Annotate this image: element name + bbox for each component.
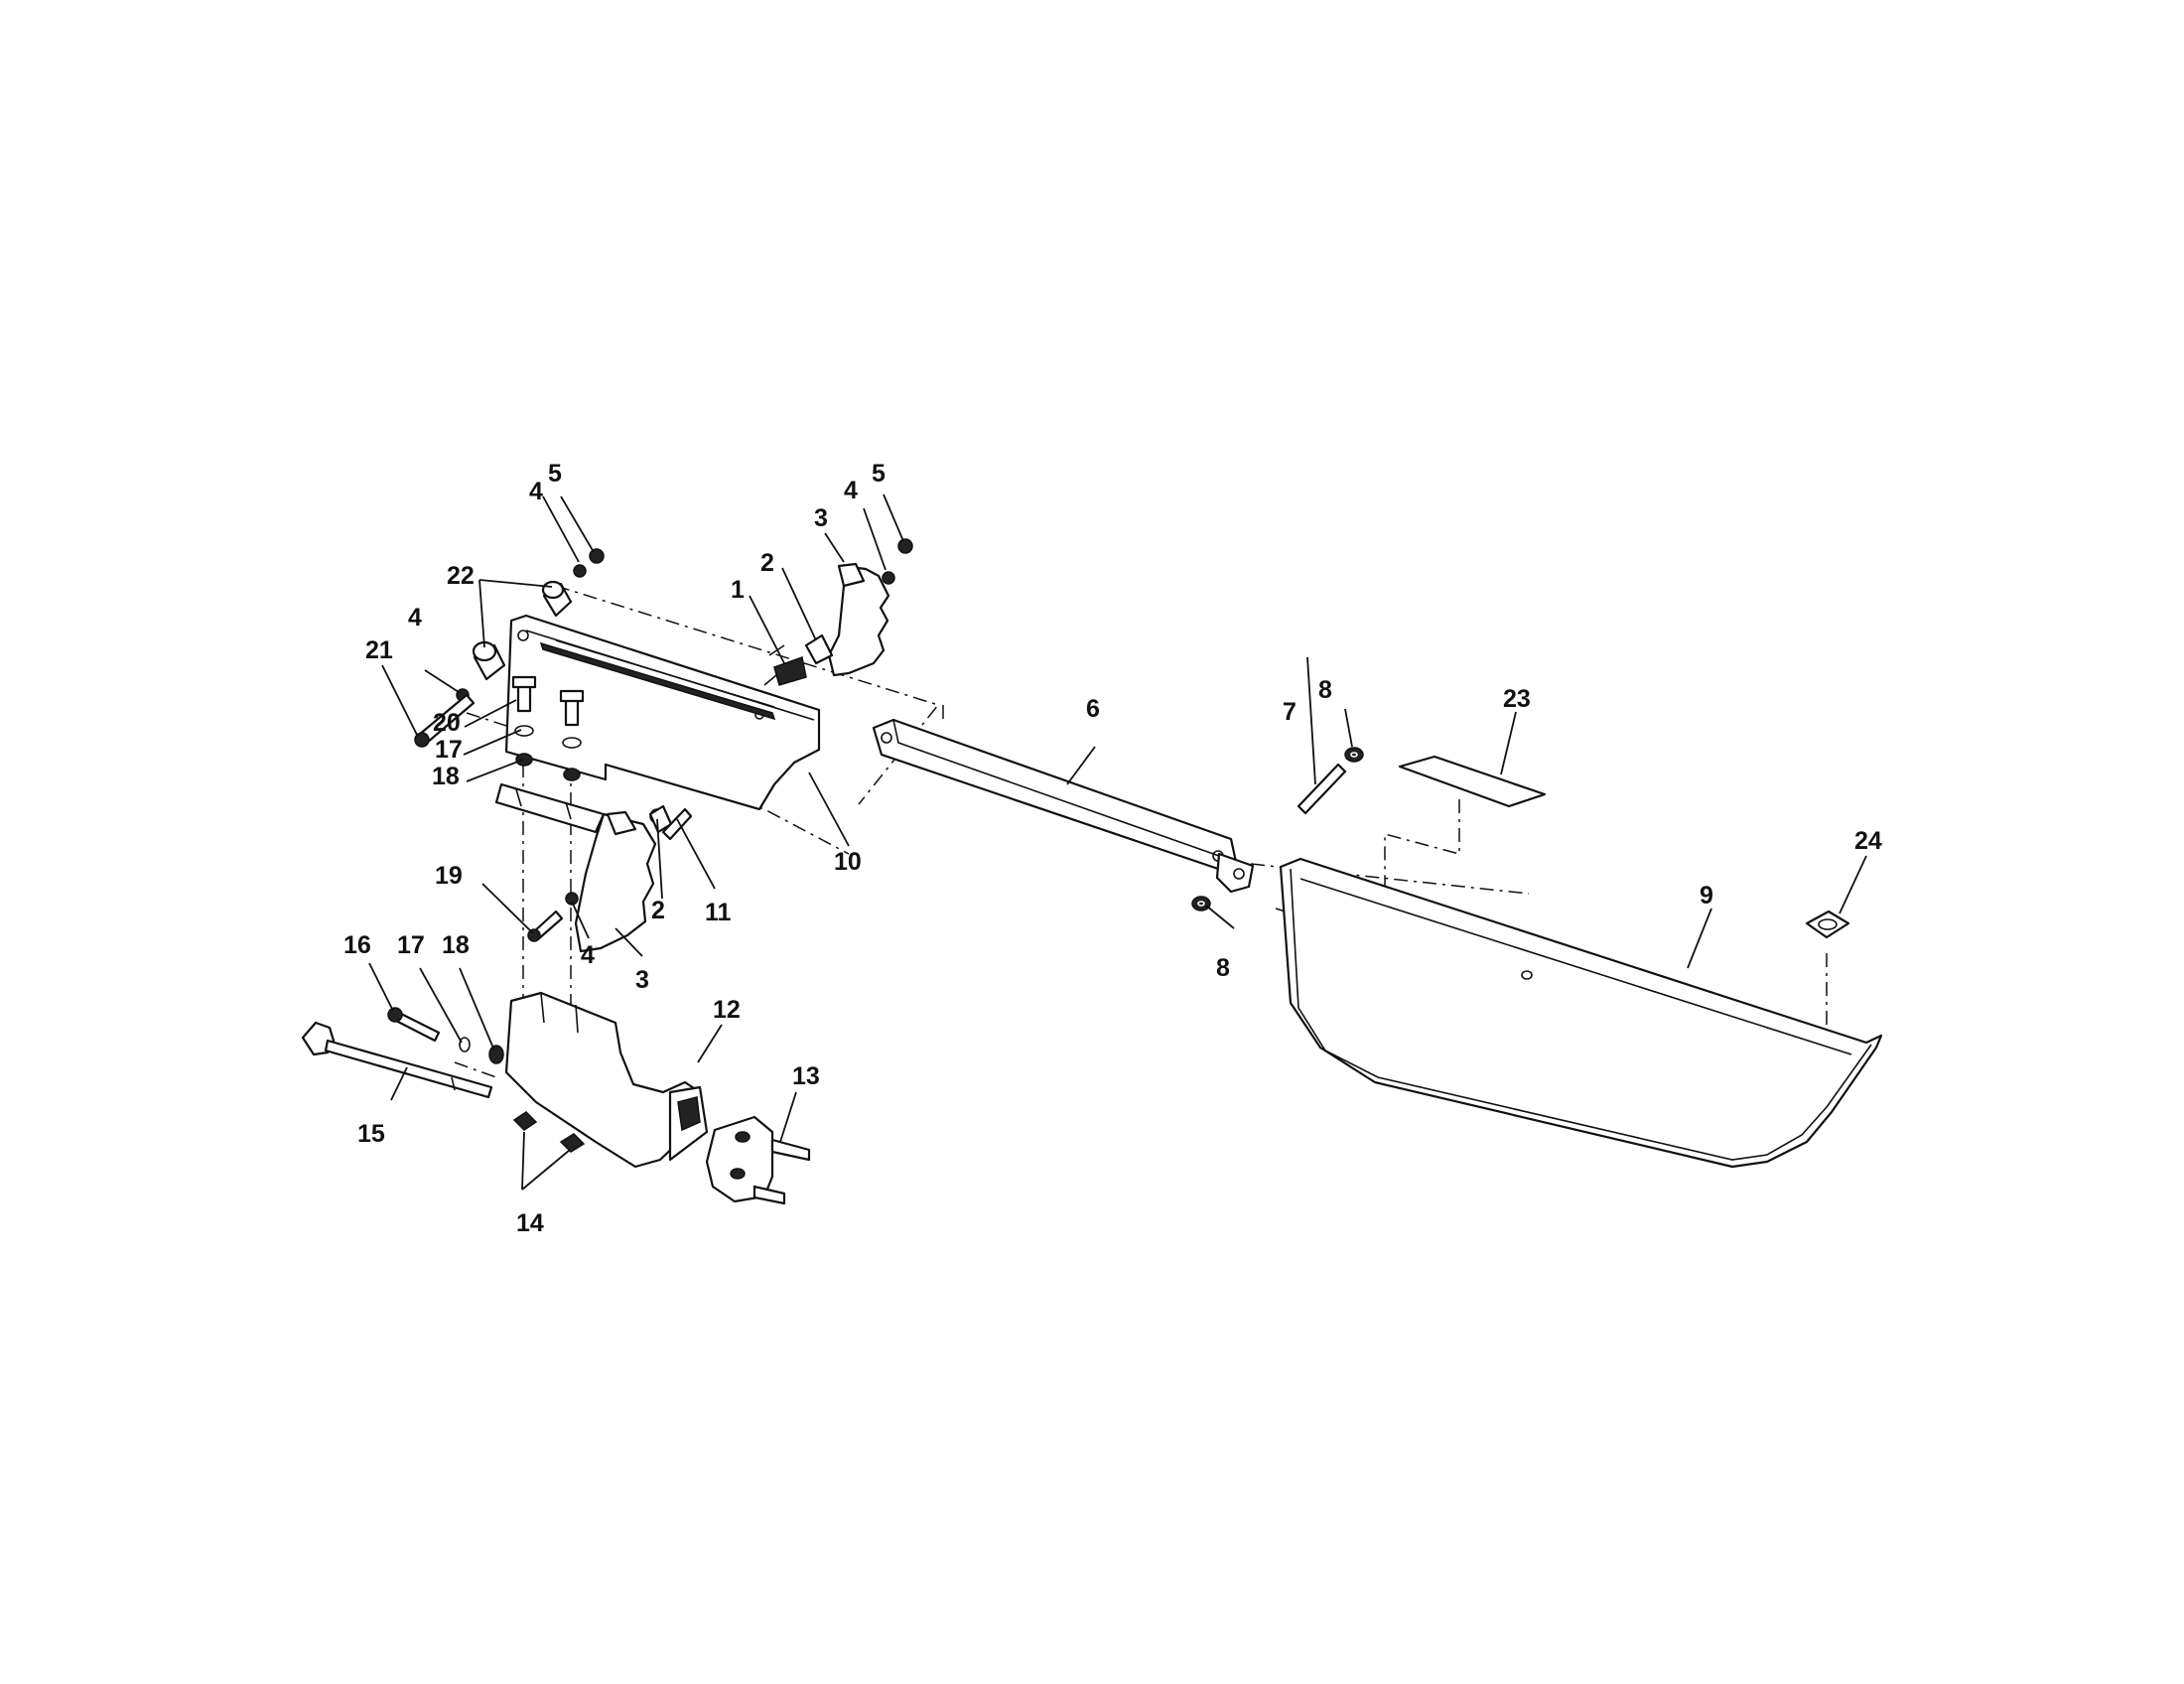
blade-guard-bracket [504, 614, 821, 811]
callout-4: 4 [529, 478, 543, 505]
torsion-spring [763, 644, 807, 686]
callout-16: 16 [343, 931, 371, 959]
callout-8: 8 [1216, 954, 1230, 982]
callout-11: 11 [705, 899, 732, 926]
callout-2: 2 [760, 549, 774, 577]
callout-1: 1 [731, 576, 745, 604]
callout-20: 20 [433, 709, 461, 737]
callout-18: 18 [432, 763, 460, 790]
callout-19: 19 [435, 862, 463, 890]
callout-9: 9 [1700, 882, 1713, 910]
callout-13: 13 [792, 1062, 820, 1090]
callout-17: 17 [435, 736, 463, 764]
callout-17: 17 [397, 931, 425, 959]
callout-labels: 1 2 2 3 3 4 4 4 4 5 5 6 7 8 8 9 10 11 12… [343, 460, 1882, 1237]
bolt-and-washers [387, 1007, 504, 1064]
lower-anti-kickback-pawl [574, 810, 657, 953]
spreader-arm [872, 718, 1255, 894]
spreader-plate [494, 782, 606, 834]
callout-24: 24 [1854, 827, 1882, 855]
callout-21: 21 [365, 636, 393, 664]
rear-mounting-bracket [504, 991, 709, 1169]
clamp-block [705, 1115, 811, 1205]
spacers [472, 580, 573, 681]
callout-6: 6 [1086, 695, 1100, 723]
callout-15: 15 [357, 1120, 385, 1148]
pivot-blocks [648, 633, 834, 834]
callout-3: 3 [814, 504, 828, 532]
adjusting-knob-bolt [301, 1021, 493, 1099]
callout-4: 4 [581, 941, 595, 969]
callout-14: 14 [516, 1209, 544, 1237]
callout-4: 4 [408, 604, 422, 632]
callout-22: 22 [447, 562, 475, 590]
callout-10: 10 [834, 848, 862, 876]
callout-5: 5 [548, 460, 562, 488]
carriage-bolts [511, 675, 585, 781]
callout-23: 23 [1503, 685, 1531, 713]
callout-3: 3 [635, 966, 649, 994]
callout-leaders [368, 493, 1867, 1191]
callout-5: 5 [872, 460, 886, 488]
callout-7: 7 [1283, 698, 1297, 726]
blade-guard [1279, 857, 1883, 1169]
callout-4: 4 [844, 477, 858, 504]
callout-2: 2 [651, 897, 665, 924]
callout-18: 18 [442, 931, 470, 959]
upper-anti-kickback-pawl [827, 562, 890, 677]
pivot-screw [414, 693, 476, 748]
bracket-screw [527, 910, 564, 942]
warning-label [1398, 755, 1547, 808]
pawl-pin [661, 807, 693, 841]
callout-8: 8 [1318, 676, 1332, 704]
pivot-pin [1297, 763, 1347, 815]
square-nuts [512, 1111, 586, 1153]
guard-nut-plate [1805, 910, 1850, 939]
retaining-rings [1191, 747, 1364, 912]
callout-12: 12 [713, 996, 741, 1024]
